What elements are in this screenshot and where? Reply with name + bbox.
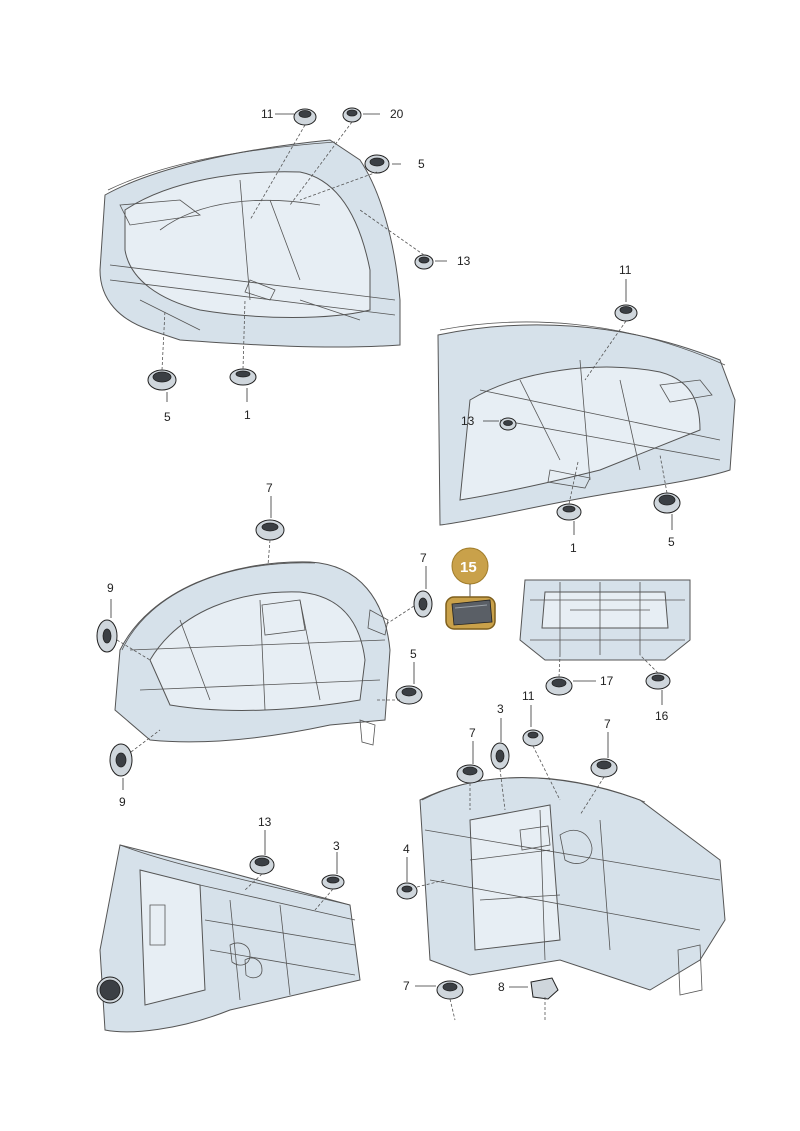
label-g6-3: 3 bbox=[497, 702, 504, 716]
label-g1-20: 20 bbox=[390, 107, 404, 121]
label-g2-1: 1 bbox=[570, 541, 577, 555]
plug-g1-13 bbox=[414, 254, 434, 270]
plug-g6-8 bbox=[530, 977, 559, 1000]
plug-g1-5a bbox=[364, 154, 390, 174]
plug-g5-13 bbox=[249, 855, 275, 875]
label-g5-13: 13 bbox=[258, 815, 272, 829]
label-g1-5a: 5 bbox=[418, 157, 425, 171]
plug-g6-4 bbox=[396, 882, 418, 900]
label-g1-5b: 5 bbox=[164, 410, 171, 424]
label-g3-7a: 7 bbox=[266, 481, 273, 495]
plug-g6-3 bbox=[490, 742, 510, 770]
plug-g5-side bbox=[96, 976, 124, 1004]
label-g3-9b: 9 bbox=[119, 795, 126, 809]
label-g1-1: 1 bbox=[244, 408, 251, 422]
label-g6-7c: 7 bbox=[403, 979, 410, 993]
plug-g3-7a bbox=[255, 519, 285, 541]
label-g1-11: 11 bbox=[261, 107, 274, 121]
label-g6-11: 11 bbox=[522, 689, 535, 703]
label-g2-13: 13 bbox=[461, 414, 475, 428]
label-g2-11: 11 bbox=[619, 263, 632, 277]
assembly-front-structure bbox=[419, 777, 726, 996]
plug-g3-7b bbox=[413, 590, 433, 618]
plug-g2-5 bbox=[653, 492, 681, 514]
label-g3-9a: 9 bbox=[107, 581, 114, 595]
label-g3-7b: 7 bbox=[420, 551, 427, 565]
label-g6-4: 4 bbox=[403, 842, 410, 856]
label-g6-7a: 7 bbox=[469, 726, 476, 740]
plug-g2-1 bbox=[556, 503, 582, 521]
assembly-rear-side-panel bbox=[99, 844, 361, 1033]
assembly-rear-floor bbox=[519, 579, 691, 661]
plug-g5-3 bbox=[321, 874, 345, 890]
highlight-label-15: 15 bbox=[460, 559, 477, 576]
assembly-front-right-wheelhouse bbox=[437, 321, 736, 526]
label-g5-3: 3 bbox=[333, 839, 340, 853]
label-g6-8: 8 bbox=[498, 980, 505, 994]
plug-g4-17 bbox=[545, 676, 573, 696]
highlighted-part-15[interactable]: 15 bbox=[445, 547, 496, 630]
plug-g1-1 bbox=[229, 368, 257, 386]
label-g6-7b: 7 bbox=[604, 717, 611, 731]
label-g1-13: 13 bbox=[457, 254, 471, 268]
plug-g6-7a bbox=[456, 764, 484, 784]
assembly-front-left-wheelhouse bbox=[99, 139, 401, 348]
plug-g2-11 bbox=[614, 304, 638, 322]
plug-g3-9a bbox=[96, 619, 118, 653]
plug-g6-11 bbox=[522, 729, 544, 747]
label-g4-17: 17 bbox=[600, 674, 614, 688]
assembly-rear-wheelhouse bbox=[114, 561, 391, 746]
plug-g6-7b bbox=[590, 758, 618, 778]
plug-g1-5b bbox=[147, 369, 177, 391]
plug-g2-13 bbox=[499, 417, 517, 431]
plug-g1-11 bbox=[293, 108, 317, 126]
plug-g1-20 bbox=[342, 107, 362, 123]
plug-g6-7c bbox=[436, 980, 464, 1000]
plug-g4-16 bbox=[645, 672, 671, 690]
label-g4-16: 16 bbox=[655, 709, 669, 723]
plug-g3-9b bbox=[109, 743, 133, 777]
label-g2-5: 5 bbox=[668, 535, 675, 549]
plug-g3-5 bbox=[395, 685, 423, 705]
label-g3-5: 5 bbox=[410, 647, 417, 661]
